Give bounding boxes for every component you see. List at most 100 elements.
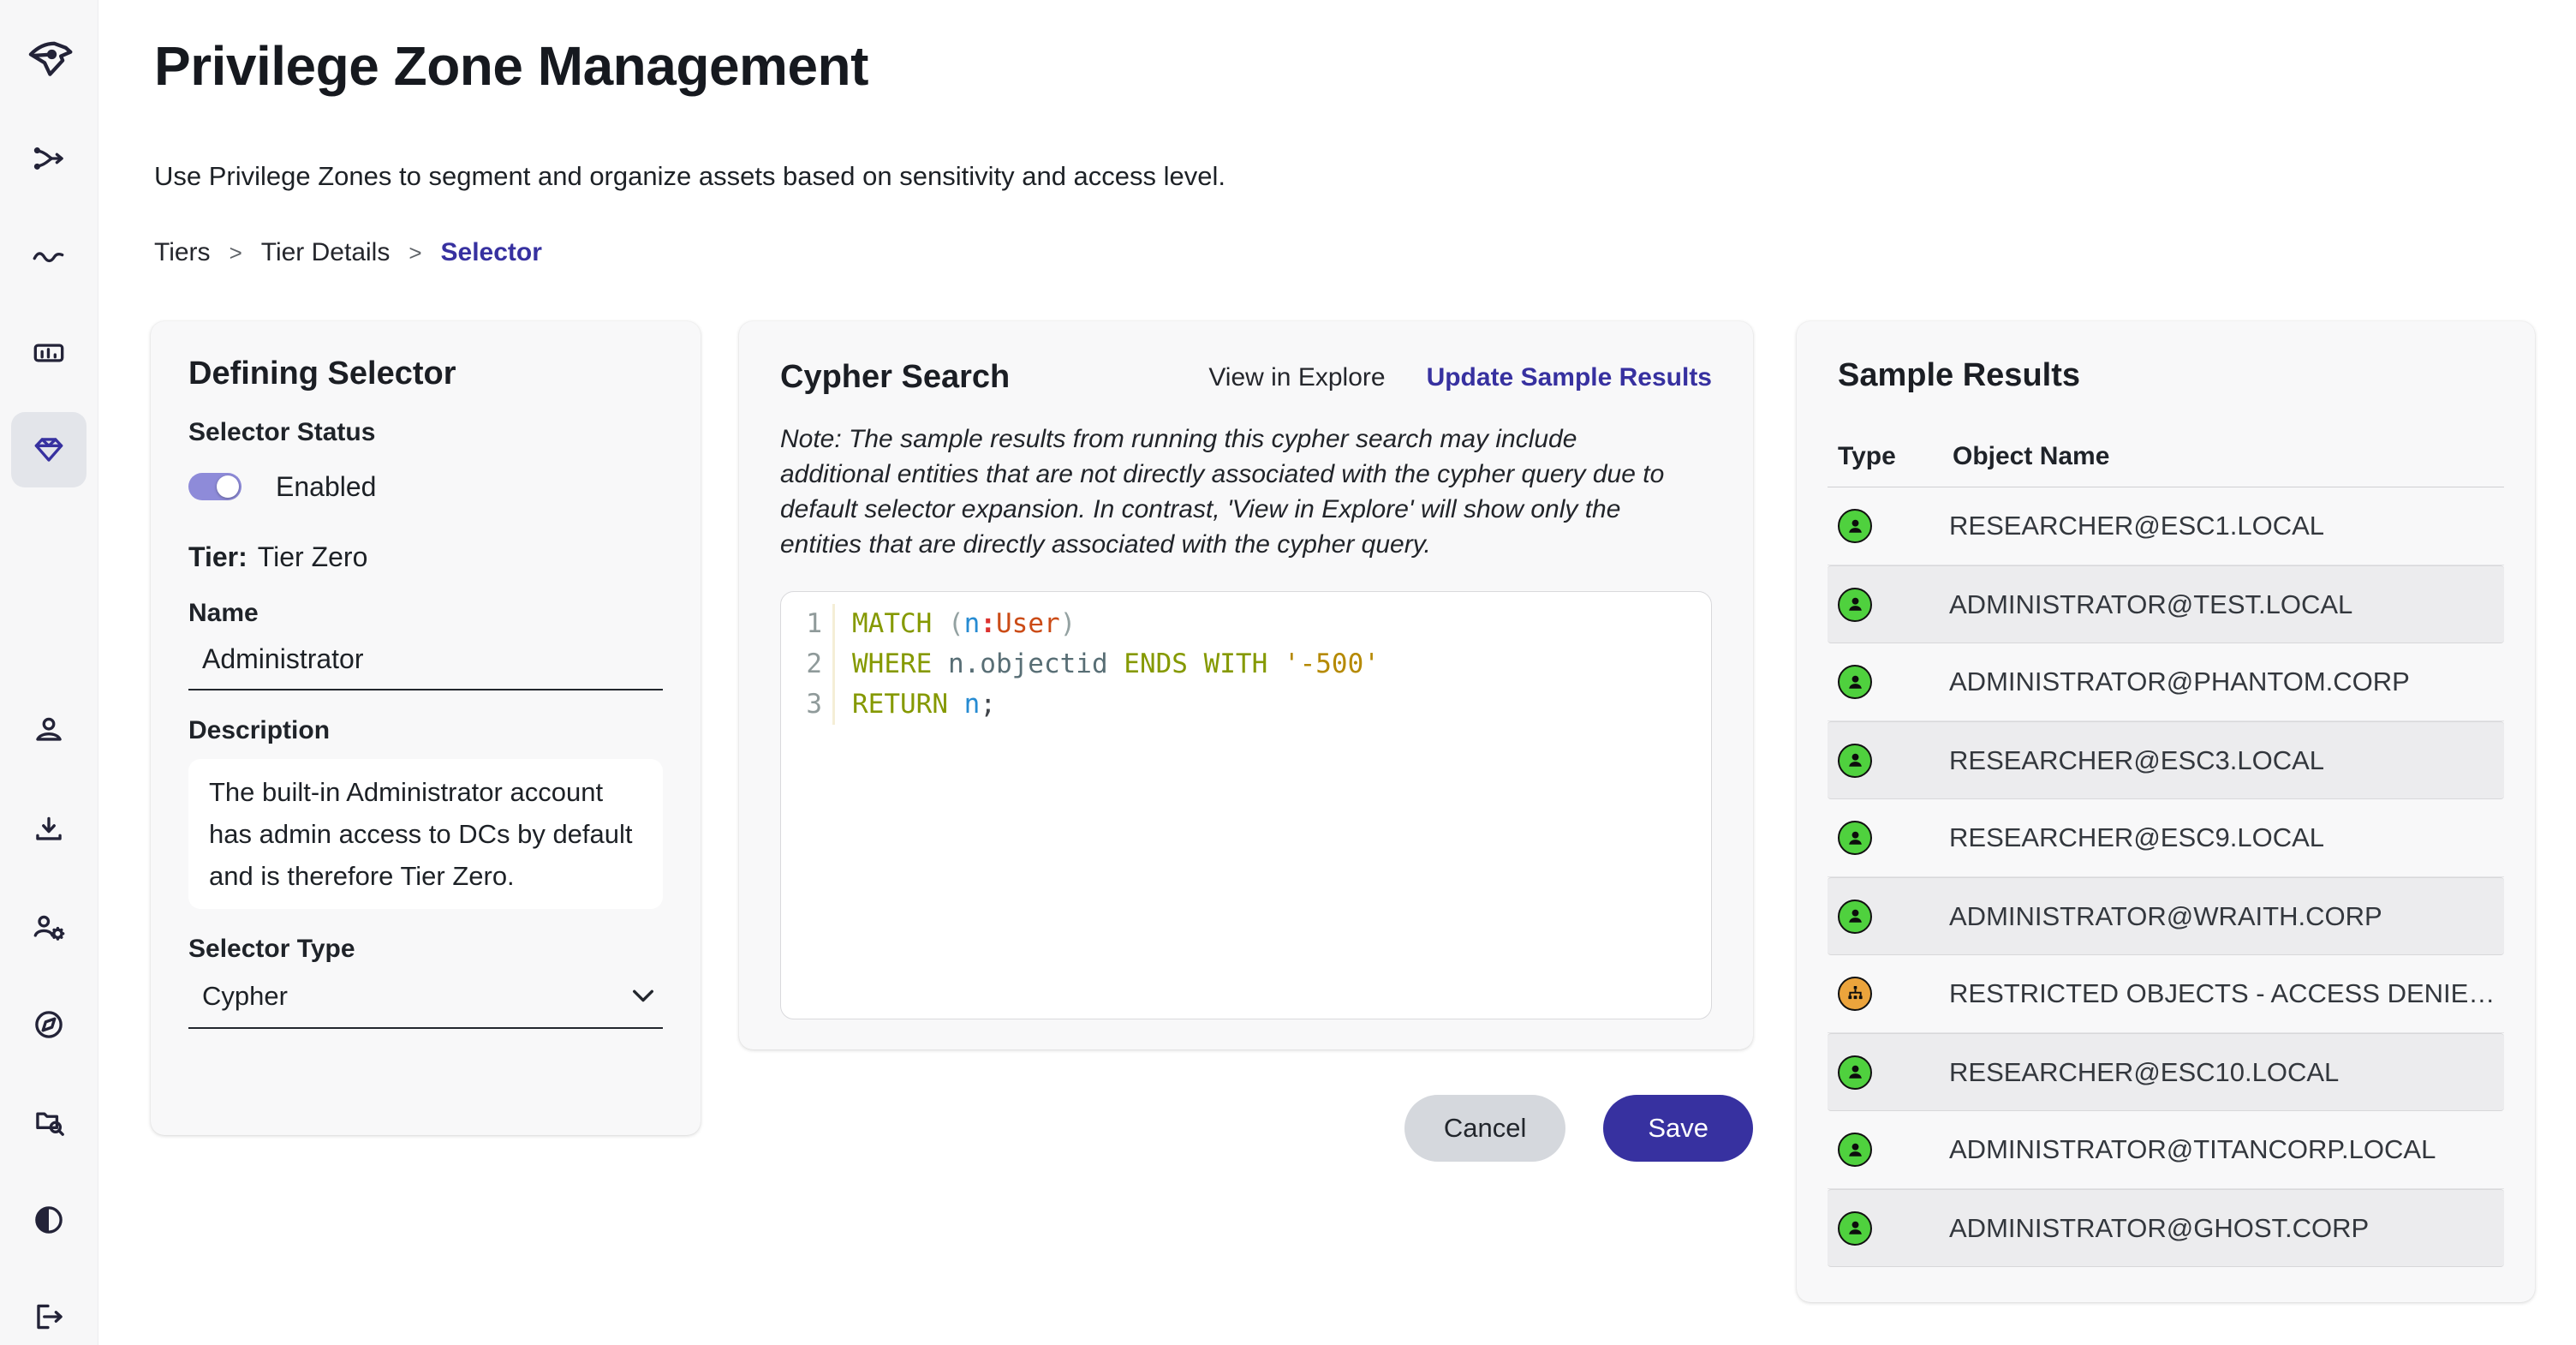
view-in-explore-link[interactable]: View in Explore (1208, 362, 1386, 392)
selector-status-label: Selector Status (188, 418, 376, 446)
code-text: MATCH (n:User) (832, 604, 1076, 644)
sidebar-item-privilege-zones[interactable] (11, 412, 86, 487)
sidebar (0, 0, 98, 1345)
result-row[interactable]: ADMINISTRATOR@GHOST.CORP (1828, 1189, 2504, 1267)
form-actions: Cancel Save (739, 1095, 1753, 1162)
code-text: WHERE n.objectid ENDS WITH '-500' (832, 644, 1380, 684)
tier-value: Tier Zero (257, 541, 368, 572)
result-row[interactable]: ADMINISTRATOR@PHANTOM.CORP (1828, 643, 2504, 721)
node-type-icon (1838, 821, 1872, 855)
tier-line: Tier: Tier Zero (188, 541, 663, 573)
breadcrumb-separator: > (408, 239, 422, 266)
save-button[interactable]: Save (1603, 1095, 1753, 1162)
breadcrumb-item[interactable]: Tier Details > (260, 238, 422, 266)
result-row[interactable]: ADMINISTRATOR@TITANCORP.LOCAL (1828, 1111, 2504, 1189)
user-icon (1848, 1221, 1862, 1234)
result-row[interactable]: RESEARCHER@ESC1.LOCAL (1828, 487, 2504, 565)
explore-icon[interactable] (29, 1005, 69, 1044)
result-row[interactable]: RESTRICTED OBJECTS - ACCESS DENIED@… (1828, 955, 2504, 1033)
reports-icon[interactable] (29, 333, 69, 373)
object-name: RESEARCHER@ESC10.LOCAL (1949, 1056, 2340, 1087)
user-icon (1848, 675, 1862, 689)
name-label: Name (188, 599, 259, 627)
node-type-icon (1838, 587, 1872, 622)
node-type-icon (1838, 1210, 1872, 1246)
selector-status-value: Enabled (276, 470, 377, 502)
breadcrumb-item[interactable]: Selector > (440, 238, 542, 266)
administration-icon[interactable] (29, 908, 69, 947)
cypher-note: Note: The sample results from running th… (780, 425, 1665, 559)
object-name: RESEARCHER@ESC1.LOCAL (1949, 511, 2325, 541)
selector-status-toggle[interactable] (188, 473, 242, 500)
breadcrumb-item[interactable]: Tiers > (154, 238, 242, 266)
chevron-down-icon (633, 989, 653, 1002)
node-type-icon (1838, 743, 1872, 778)
user-icon (1848, 1143, 1862, 1157)
breadcrumb: Tiers > Tier Details > Selector > (154, 238, 542, 267)
object-name: ADMINISTRATOR@WRAITH.CORP (1949, 900, 2382, 931)
theme-toggle-icon[interactable] (29, 1200, 69, 1240)
line-number: 3 (806, 689, 822, 720)
node-type-icon (1838, 899, 1872, 934)
result-row[interactable]: RESEARCHER@ESC9.LOCAL (1828, 799, 2504, 877)
posture-icon[interactable] (29, 236, 69, 275)
name-input[interactable]: Administrator (188, 643, 663, 690)
group-icon (1847, 985, 1863, 999)
object-name: RESTRICTED OBJECTS - ACCESS DENIED@… (1949, 978, 2497, 1008)
code-text: RETURN n; (832, 684, 996, 725)
user-icon (1848, 519, 1862, 533)
user-icon (1848, 753, 1862, 767)
object-name: RESEARCHER@ESC3.LOCAL (1949, 744, 2325, 775)
defining-selector-panel: Defining Selector Selector Status Enable… (151, 321, 701, 1135)
selector-type-label: Selector Type (188, 935, 355, 963)
node-type-icon (1838, 1055, 1872, 1090)
bloodhound-logo-icon[interactable] (22, 31, 75, 84)
result-row[interactable]: RESEARCHER@ESC3.LOCAL (1828, 721, 2504, 799)
page-title: Privilege Zone Management (154, 35, 868, 97)
page-subtitle: Use Privilege Zones to segment and organ… (154, 161, 1226, 191)
file-ingest-icon[interactable] (29, 1102, 69, 1141)
node-type-icon (1838, 977, 1872, 1011)
result-row[interactable]: ADMINISTRATOR@WRAITH.CORP (1828, 877, 2504, 955)
code-line: 2 WHERE n.objectid ENDS WITH '-500' (781, 644, 1711, 684)
toggle-knob (217, 475, 239, 498)
profile-icon[interactable] (29, 711, 69, 750)
results-table: RESEARCHER@ESC1.LOCAL (1828, 487, 2504, 1267)
sample-results-panel: Sample Results Type Object Name (1797, 321, 2535, 1302)
sample-results-title: Sample Results (1838, 357, 2080, 393)
cypher-editor[interactable]: 1 MATCH (n:User) 2 WHERE n.objectid ENDS… (780, 591, 1712, 1019)
user-icon (1848, 831, 1862, 845)
selector-status-row: Enabled (188, 468, 663, 505)
defining-selector-title: Defining Selector (188, 356, 456, 392)
selector-type-select[interactable]: Cypher (188, 981, 663, 1029)
name-value: Administrator (202, 643, 364, 674)
privilege-zones-icon (34, 438, 63, 462)
column-object-name: Object Name (1953, 442, 2110, 470)
object-name: RESEARCHER@ESC9.LOCAL (1949, 822, 2325, 852)
results-table-header: Type Object Name (1828, 442, 2504, 487)
object-name: ADMINISTRATOR@TITANCORP.LOCAL (1949, 1134, 2436, 1164)
attack-paths-icon[interactable] (29, 139, 69, 178)
result-row[interactable]: RESEARCHER@ESC10.LOCAL (1828, 1033, 2504, 1111)
user-icon (1848, 597, 1862, 611)
description-label: Description (188, 716, 331, 744)
logout-icon[interactable] (29, 1297, 69, 1336)
selector-type-value: Cypher (202, 981, 288, 1011)
update-sample-results-link[interactable]: Update Sample Results (1426, 362, 1712, 392)
cypher-search-header: Cypher Search View in Explore Update Sam… (780, 359, 1712, 396)
object-name: ADMINISTRATOR@PHANTOM.CORP (1949, 667, 2410, 696)
download-collectors-icon[interactable] (29, 810, 69, 849)
result-row[interactable]: ADMINISTRATOR@TEST.LOCAL (1828, 565, 2504, 643)
description-input[interactable]: The built-in Administrator account has a… (188, 759, 663, 909)
node-type-icon (1838, 665, 1872, 699)
cancel-button[interactable]: Cancel (1404, 1095, 1566, 1162)
code-line: 1 MATCH (n:User) (781, 604, 1711, 644)
breadcrumb-separator: > (229, 239, 242, 266)
line-number: 2 (806, 649, 822, 679)
column-type: Type (1838, 442, 1896, 470)
tier-label: Tier: (188, 541, 247, 572)
code-line: 3 RETURN n; (781, 684, 1711, 725)
object-name: ADMINISTRATOR@TEST.LOCAL (1949, 589, 2353, 619)
user-icon (1848, 909, 1862, 923)
